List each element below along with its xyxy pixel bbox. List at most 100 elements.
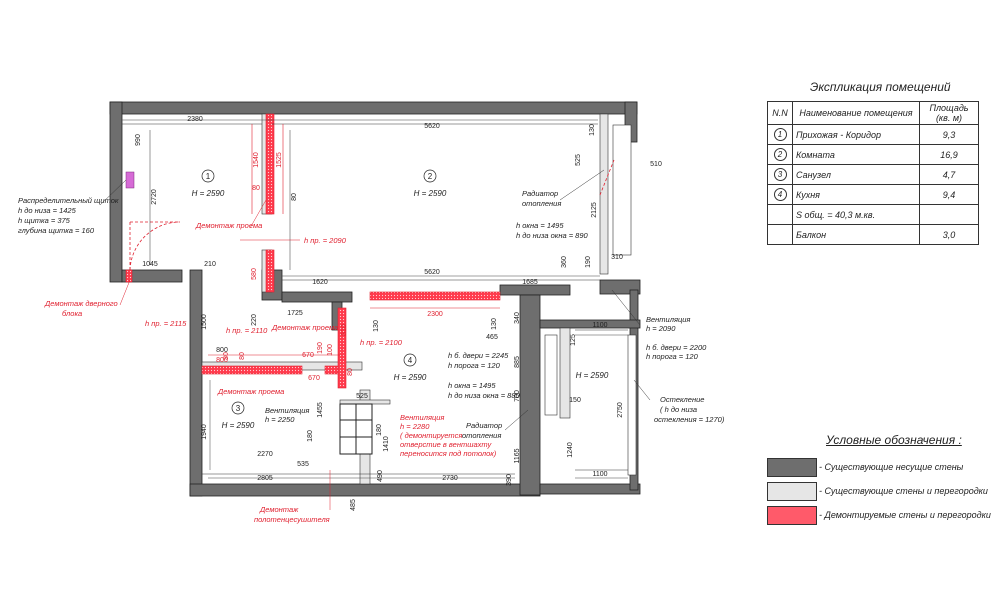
dim-label: 340 <box>514 312 521 324</box>
dim-label: 2380 <box>187 116 203 123</box>
row-number: 3 <box>773 168 787 181</box>
glazing-label: Остекление <box>660 395 704 404</box>
table-row-total: S общ. = 40,3 м.кв. <box>767 204 979 225</box>
dim-label: 1500 <box>201 314 208 330</box>
door-swings <box>129 159 615 271</box>
table-row-balcony: Балкон 3,0 <box>767 224 979 245</box>
dim-label: 2125 <box>591 202 598 218</box>
opening-height-label: h пр. = 2090 <box>304 236 347 245</box>
dim-label-red: 800 <box>216 357 228 364</box>
dim-label: 535 <box>297 461 309 468</box>
room-1-number: 1 <box>206 172 211 181</box>
row-name: Санузел <box>792 164 920 185</box>
dim-label: 150 <box>569 397 581 404</box>
dim-label: 2270 <box>257 451 273 458</box>
row-area: 3,0 <box>919 224 979 245</box>
row-name: Кухня <box>792 184 920 205</box>
room-4-number: 4 <box>408 356 413 365</box>
row-name: Комната <box>792 144 920 165</box>
room-2-height: H = 2590 <box>414 189 447 198</box>
dim-label-red: 80 <box>239 352 246 360</box>
window-label: h окна = 1495 <box>516 221 564 230</box>
row-area: 4,7 <box>919 164 979 185</box>
dim-label: 885 <box>514 356 521 368</box>
dim-label: 180 <box>307 430 314 442</box>
dim-label: 1165 <box>514 448 521 463</box>
balcony-height: H = 2590 <box>576 371 609 380</box>
shield-label: h до низа = 1425 <box>18 206 77 215</box>
vent-label: Вентиляция <box>646 315 690 324</box>
dim-label-red: 1540 <box>253 152 260 168</box>
dim-label: 125 <box>570 334 577 346</box>
row-area: 16,9 <box>919 144 979 165</box>
opening-demolish-label: Демонтаж проема <box>217 387 284 396</box>
dim-label: 2750 <box>617 402 624 418</box>
opening-height-label: h пр. = 2100 <box>360 338 403 347</box>
dim-label-red: 80 <box>223 352 230 360</box>
door-demolish-label: блока <box>62 309 82 318</box>
radiator-label: отопления <box>462 431 501 440</box>
dim-label: 1620 <box>312 279 328 286</box>
opening-height-label: h пр. = 2110 <box>226 326 268 335</box>
room-markers <box>201 169 437 415</box>
opening-demolish-label: Демонтаж проема <box>195 221 262 230</box>
legend-label: - Существующие стены и перегородки <box>819 486 988 496</box>
table-row: 1 Прихожая - Коридор 9,3 <box>767 124 979 145</box>
vent-demolish-label: переносится под потолок) <box>400 449 497 458</box>
towel-demolish-label: полотенцесушителя <box>254 515 330 524</box>
vent-label: Вентиляция <box>265 406 309 415</box>
row-number: 1 <box>773 128 787 141</box>
table-row: 3 Санузел 4,7 <box>767 164 979 185</box>
window-label: h до низа окна = 880 <box>448 391 521 400</box>
legend-label: - Существующие несущие стены <box>819 462 964 472</box>
dim-label: 1940 <box>201 424 208 440</box>
dim-label-red: 80 <box>252 185 260 192</box>
dim-label: 700 <box>514 390 521 402</box>
glazing-label: остекления = 1270) <box>654 415 725 424</box>
dim-label-red: 580 <box>251 268 258 280</box>
dim-label: 1410 <box>383 436 390 452</box>
vent-label: h = 2250 <box>265 415 295 424</box>
header-num: N.N <box>767 101 793 125</box>
balcony-door-label: h порога = 120 <box>646 352 699 361</box>
opening-demolish-label: Демонтаж проема <box>271 323 338 332</box>
total-area: S общ. = 40,3 м.кв. <box>792 204 920 225</box>
door-label: h б. двери = 2245 <box>448 351 509 360</box>
legend-label: - Демонтируемые стены и перегородки <box>819 510 991 520</box>
shield-label: h щитка = 375 <box>18 216 71 225</box>
dim-label-red: 80 <box>347 368 354 376</box>
radiator-label: Радиатор <box>466 421 502 430</box>
dim-label: 1240 <box>567 442 574 458</box>
shield-label: Распределительный щиток <box>18 196 119 205</box>
vent-demolish-label: отверстие в вентшахту <box>400 440 492 449</box>
dim-label: 1725 <box>287 310 303 317</box>
dim-label-red: 810 <box>341 324 348 336</box>
dim-label: 190 <box>585 256 592 268</box>
legend-title: Условные обозначения : <box>826 433 962 447</box>
dim-label: 360 <box>561 256 568 268</box>
dim-label-red: 2300 <box>427 311 443 318</box>
dim-label: 2720 <box>151 189 158 205</box>
table-header: N.N Наименование помещения Площадь (кв. … <box>767 101 979 125</box>
dim-label: 390 <box>506 474 513 486</box>
header-name: Наименование помещения <box>792 101 920 125</box>
table-row: 4 Кухня 9,4 <box>767 184 979 205</box>
table-row: 2 Комната 16,9 <box>767 144 979 165</box>
row-name: Балкон <box>792 224 920 245</box>
dim-label: 80 <box>291 193 298 201</box>
room-4-height: H = 2590 <box>394 373 427 382</box>
dim-label: 525 <box>356 393 368 400</box>
dim-label: 180 <box>376 424 383 436</box>
dim-label-red: 190 <box>317 342 324 354</box>
distribution-shield-icon <box>125 171 135 189</box>
door-label: h порога = 120 <box>448 361 501 370</box>
room-3-number: 3 <box>236 404 241 413</box>
dim-label: 990 <box>135 134 142 146</box>
bearing-walls <box>109 101 641 497</box>
room-1-height: H = 2590 <box>192 189 225 198</box>
dim-label: 1455 <box>317 402 324 418</box>
balcony-door-label: h б. двери = 2200 <box>646 343 707 352</box>
window-label: h до низа окна = 890 <box>516 231 589 240</box>
dim-label: 2730 <box>442 475 458 482</box>
header-area: Площадь (кв. м) <box>919 101 979 125</box>
